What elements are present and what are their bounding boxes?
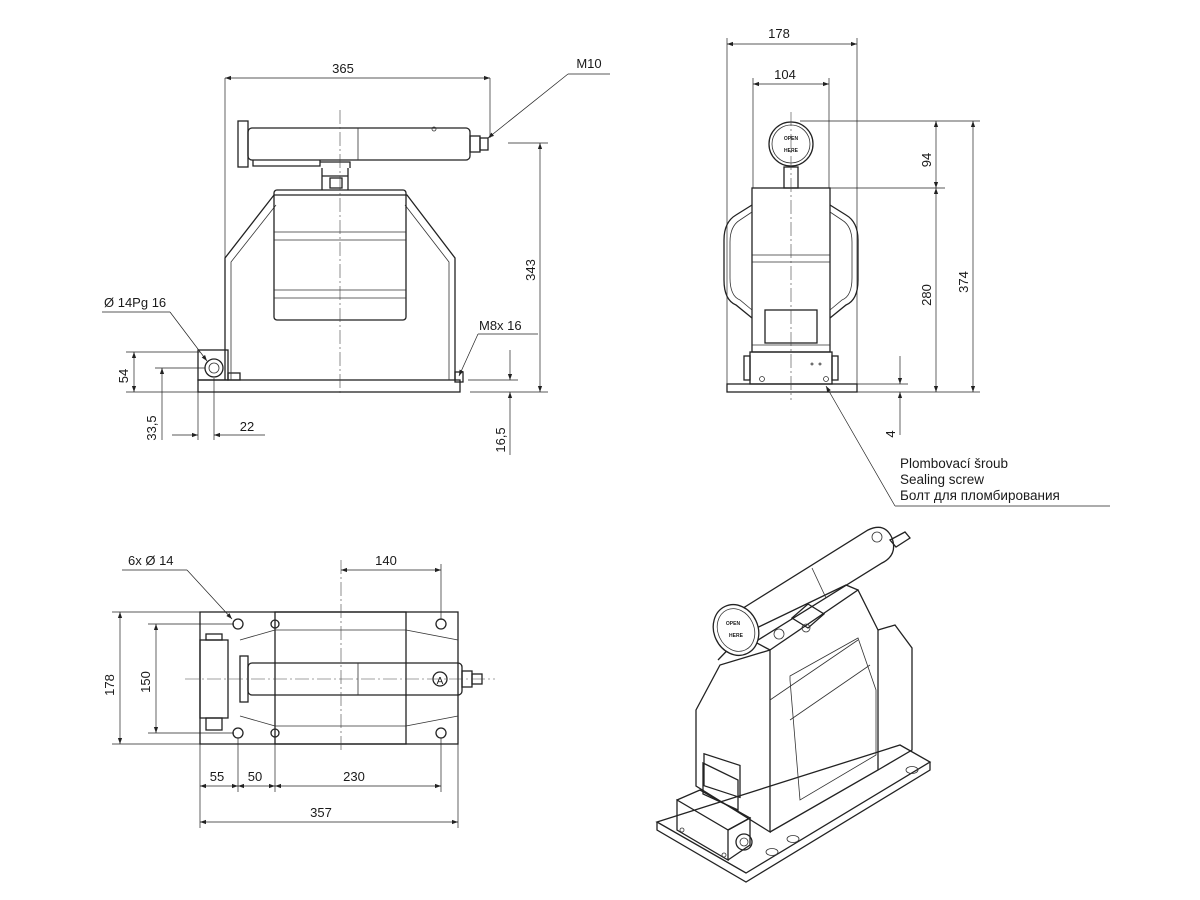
iso-body-side bbox=[769, 589, 879, 833]
dim-365-label: 365 bbox=[332, 61, 354, 76]
top-dim-55-label: 55 bbox=[210, 769, 224, 784]
top-body bbox=[274, 611, 407, 745]
dim-33-5-label: 33,5 bbox=[144, 415, 159, 440]
top-hole bbox=[270, 728, 280, 738]
top-dim-357-label: 357 bbox=[310, 805, 332, 820]
side-view: OPEN HERE 178 104 94 280 374 4 bbox=[723, 26, 1110, 507]
side-dim-94-label: 94 bbox=[919, 153, 934, 167]
dim-54-label: 54 bbox=[116, 369, 131, 383]
top-holes-label: 6x Ø 14 bbox=[128, 553, 174, 568]
iso-view: OPEN HERE bbox=[655, 526, 932, 883]
side-base-plate bbox=[726, 383, 858, 393]
top-dim-50-label: 50 bbox=[248, 769, 262, 784]
front-hole-pg16 bbox=[204, 358, 224, 378]
m8-label: M8x 16 bbox=[479, 318, 522, 333]
iso-nameplate bbox=[702, 761, 739, 812]
side-dim-178-label: 178 bbox=[768, 26, 790, 41]
top-hole bbox=[435, 727, 447, 739]
pg16-label: Ø 14Pg 16 bbox=[104, 295, 166, 310]
iso-cap-here: HERE bbox=[729, 633, 744, 639]
iso-terminal-box bbox=[676, 798, 729, 862]
front-view: 365 M10 343 M8x 16 16,5 Ø 14Pg 16 54 33,… bbox=[102, 56, 610, 455]
iso-cap-open: OPEN bbox=[726, 621, 741, 627]
dim-343-label: 343 bbox=[523, 259, 538, 281]
top-dim-150-label: 150 bbox=[138, 671, 153, 693]
top-dim-230-label: 230 bbox=[343, 769, 365, 784]
top-dim-178-label: 178 bbox=[102, 674, 117, 696]
top-base-plate bbox=[199, 611, 459, 745]
side-dim-374-label: 374 bbox=[956, 271, 971, 293]
top-marker-a-label: A bbox=[437, 676, 444, 687]
side-dim-4-label: 4 bbox=[883, 430, 898, 437]
sealing-label-cz: Plombovací šroub bbox=[900, 456, 1008, 471]
front-terminal-box bbox=[197, 349, 229, 381]
front-cylinder bbox=[247, 127, 471, 161]
top-view: A 6x Ø 14 140 178 150 55 50 230 bbox=[102, 553, 495, 828]
dim-22-label: 22 bbox=[240, 419, 254, 434]
top-hole bbox=[232, 727, 244, 739]
dim-16-5-label: 16,5 bbox=[493, 427, 508, 452]
front-cylinder-cap bbox=[237, 120, 249, 168]
side-dim-104-label: 104 bbox=[774, 67, 796, 82]
iso-body-front bbox=[695, 649, 771, 834]
front-body-outline bbox=[224, 194, 456, 380]
sealing-label-en: Sealing screw bbox=[900, 472, 984, 487]
iso-cylinder bbox=[723, 526, 895, 651]
top-hole bbox=[270, 619, 280, 629]
sealing-label-ru: Болт для пломбирования bbox=[900, 488, 1060, 503]
m10-label: M10 bbox=[576, 56, 601, 71]
top-hole bbox=[232, 618, 244, 630]
top-hole bbox=[435, 618, 447, 630]
side-cap-here: HERE bbox=[784, 148, 799, 154]
front-base-plate bbox=[197, 379, 461, 393]
side-dim-280-label: 280 bbox=[919, 284, 934, 306]
top-dim-140-label: 140 bbox=[375, 553, 397, 568]
iso-cylinder-cap bbox=[712, 604, 760, 656]
